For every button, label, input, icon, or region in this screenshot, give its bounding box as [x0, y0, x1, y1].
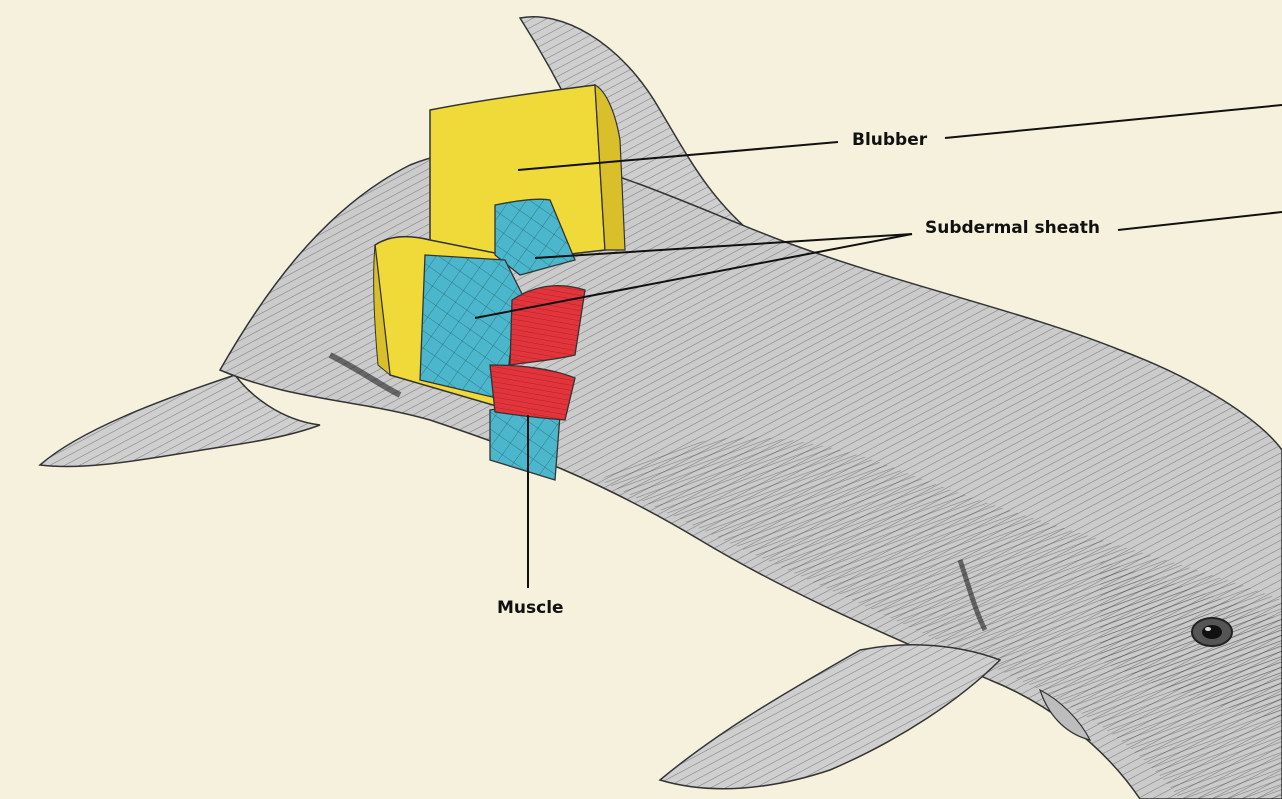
subdermal-sheath-label: Subdermal sheath	[925, 218, 1100, 238]
sheath-leader-line-right	[1118, 212, 1282, 230]
blubber-label: Blubber	[852, 130, 927, 150]
muscle-label: Muscle	[497, 598, 564, 618]
blubber-leader-line-right	[945, 105, 1282, 138]
